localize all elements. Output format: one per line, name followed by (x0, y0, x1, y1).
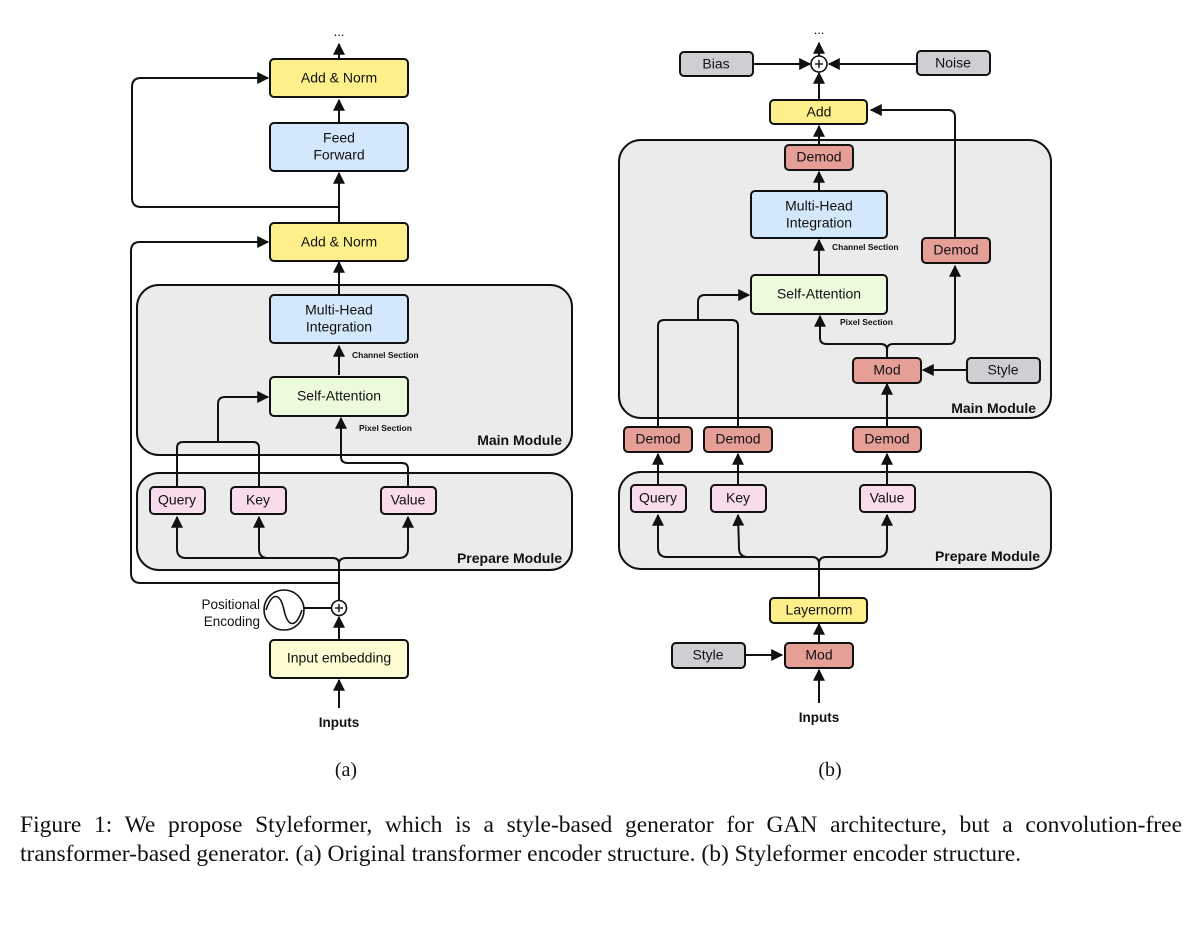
positional-encoding-label-1: Positional (201, 597, 260, 612)
arrow-qk-sa-a (217, 391, 270, 442)
demod-top-b[interactable] (784, 144, 854, 171)
self-attention-a[interactable] (269, 376, 409, 417)
residual-arrow-bottom-a (130, 236, 339, 584)
mod-main-label: Mod (873, 362, 900, 378)
demod-key-label: Demod (715, 431, 760, 447)
arrow-to-key-b (732, 513, 749, 558)
value-a-label: Value (391, 492, 426, 508)
add-label-b: Add (807, 104, 832, 120)
input-embedding-a[interactable] (269, 639, 409, 679)
query-b-label: Query (639, 490, 677, 506)
add-norm-bottom-a[interactable] (269, 222, 409, 262)
self-attention-b-label: Self-Attention (777, 286, 861, 302)
mhi-a-label-2: Integration (306, 319, 372, 335)
channel-section-b: Channel Section (832, 242, 899, 252)
demod-value-label: Demod (864, 431, 909, 447)
feed-forward-a[interactable] (269, 122, 409, 172)
query-a-label: Query (158, 492, 196, 508)
top-dots-a: ... (334, 24, 345, 39)
feed-forward-label-2: Forward (313, 147, 364, 163)
demod-right-b[interactable] (921, 237, 991, 264)
add-circle-icon-b (810, 55, 828, 73)
query-a[interactable] (149, 486, 206, 515)
add-norm-top-a[interactable] (269, 58, 409, 98)
arrow-to-value-b (818, 513, 893, 565)
style-main-label: Style (987, 362, 1018, 378)
channel-section-a: Channel Section (352, 350, 419, 360)
pixel-section-a: Pixel Section (359, 423, 412, 433)
add-circle-icon-a (330, 599, 348, 617)
value-b[interactable] (859, 484, 916, 513)
diagram-a: Main Module Prepare Module ... Add & Nor… (130, 24, 573, 781)
main-module-label-b: Main Module (951, 400, 1036, 416)
input-embedding-label: Input embedding (287, 650, 391, 666)
self-attention-a-label: Self-Attention (297, 388, 381, 404)
mod-input-label: Mod (805, 647, 832, 663)
key-b-label: Key (726, 490, 750, 506)
value-b-label: Value (870, 490, 905, 506)
arrow-qk-sa-b (697, 289, 751, 320)
top-dots-b: ... (814, 22, 825, 37)
arrow-to-value-a (338, 515, 414, 565)
arrow-demod-right-add (869, 104, 956, 238)
mhi-a-label-1: Multi-Head (305, 302, 373, 318)
add-norm-top-a-label: Add & Norm (301, 70, 377, 86)
arrow-to-key-a (253, 515, 269, 559)
demod-query-b[interactable] (623, 426, 693, 453)
layernorm-b[interactable] (769, 597, 868, 624)
pixel-section-b: Pixel Section (840, 317, 893, 327)
layernorm-label: Layernorm (786, 602, 853, 618)
residual-arrow-top-a (131, 72, 339, 208)
diagram-b: Main Module Prepare Module ... (618, 22, 1052, 781)
add-box-b[interactable] (769, 99, 868, 125)
inputs-label-b: Inputs (799, 710, 840, 725)
key-b[interactable] (710, 484, 767, 513)
inputs-label-a: Inputs (319, 715, 360, 730)
feed-forward-label-1: Feed (323, 130, 355, 146)
demod-key-b[interactable] (703, 426, 773, 453)
style-input-label: Style (692, 647, 723, 663)
mhi-b-label-2: Integration (786, 215, 852, 231)
mhi-b-label-1: Multi-Head (785, 198, 853, 214)
positional-encoding-label-2: Encoding (204, 614, 260, 629)
mod-input-b[interactable] (784, 642, 854, 669)
arrow-value-sa-a (335, 416, 409, 487)
noise-label: Noise (935, 55, 971, 71)
prepare-module-label-b: Prepare Module (935, 548, 1040, 564)
multi-head-integration-b[interactable] (750, 190, 888, 239)
subfigure-label-a: (a) (335, 759, 357, 781)
bias-label: Bias (702, 56, 729, 72)
figure-canvas: Main Module Prepare Module ... Add & Nor… (130, 22, 1052, 781)
main-module-a (136, 284, 573, 456)
main-module-label-a: Main Module (477, 432, 562, 448)
self-attention-b[interactable] (750, 274, 888, 315)
sine-wave-icon (263, 589, 305, 631)
demod-value-b[interactable] (852, 426, 922, 453)
key-a[interactable] (230, 486, 287, 515)
demod-right-label: Demod (933, 242, 978, 258)
style-input-b[interactable] (671, 642, 746, 669)
noise-box[interactable] (916, 50, 991, 76)
demod-query-label: Demod (635, 431, 680, 447)
mod-main-b[interactable] (852, 357, 922, 384)
prepare-module-label-a: Prepare Module (457, 550, 562, 566)
query-b[interactable] (630, 484, 687, 513)
arrow-mod-demod-right (886, 264, 961, 351)
bias-box[interactable] (679, 51, 754, 77)
value-a[interactable] (380, 486, 437, 515)
demod-top-label: Demod (796, 149, 841, 165)
key-a-label: Key (246, 492, 270, 508)
figure-caption: Figure 1: We propose Styleformer, which … (20, 812, 1182, 867)
subfigure-label-b: (b) (818, 759, 841, 781)
style-main-b[interactable] (966, 357, 1041, 384)
multi-head-integration-a[interactable] (269, 294, 409, 344)
add-norm-bottom-a-label: Add & Norm (301, 234, 377, 250)
